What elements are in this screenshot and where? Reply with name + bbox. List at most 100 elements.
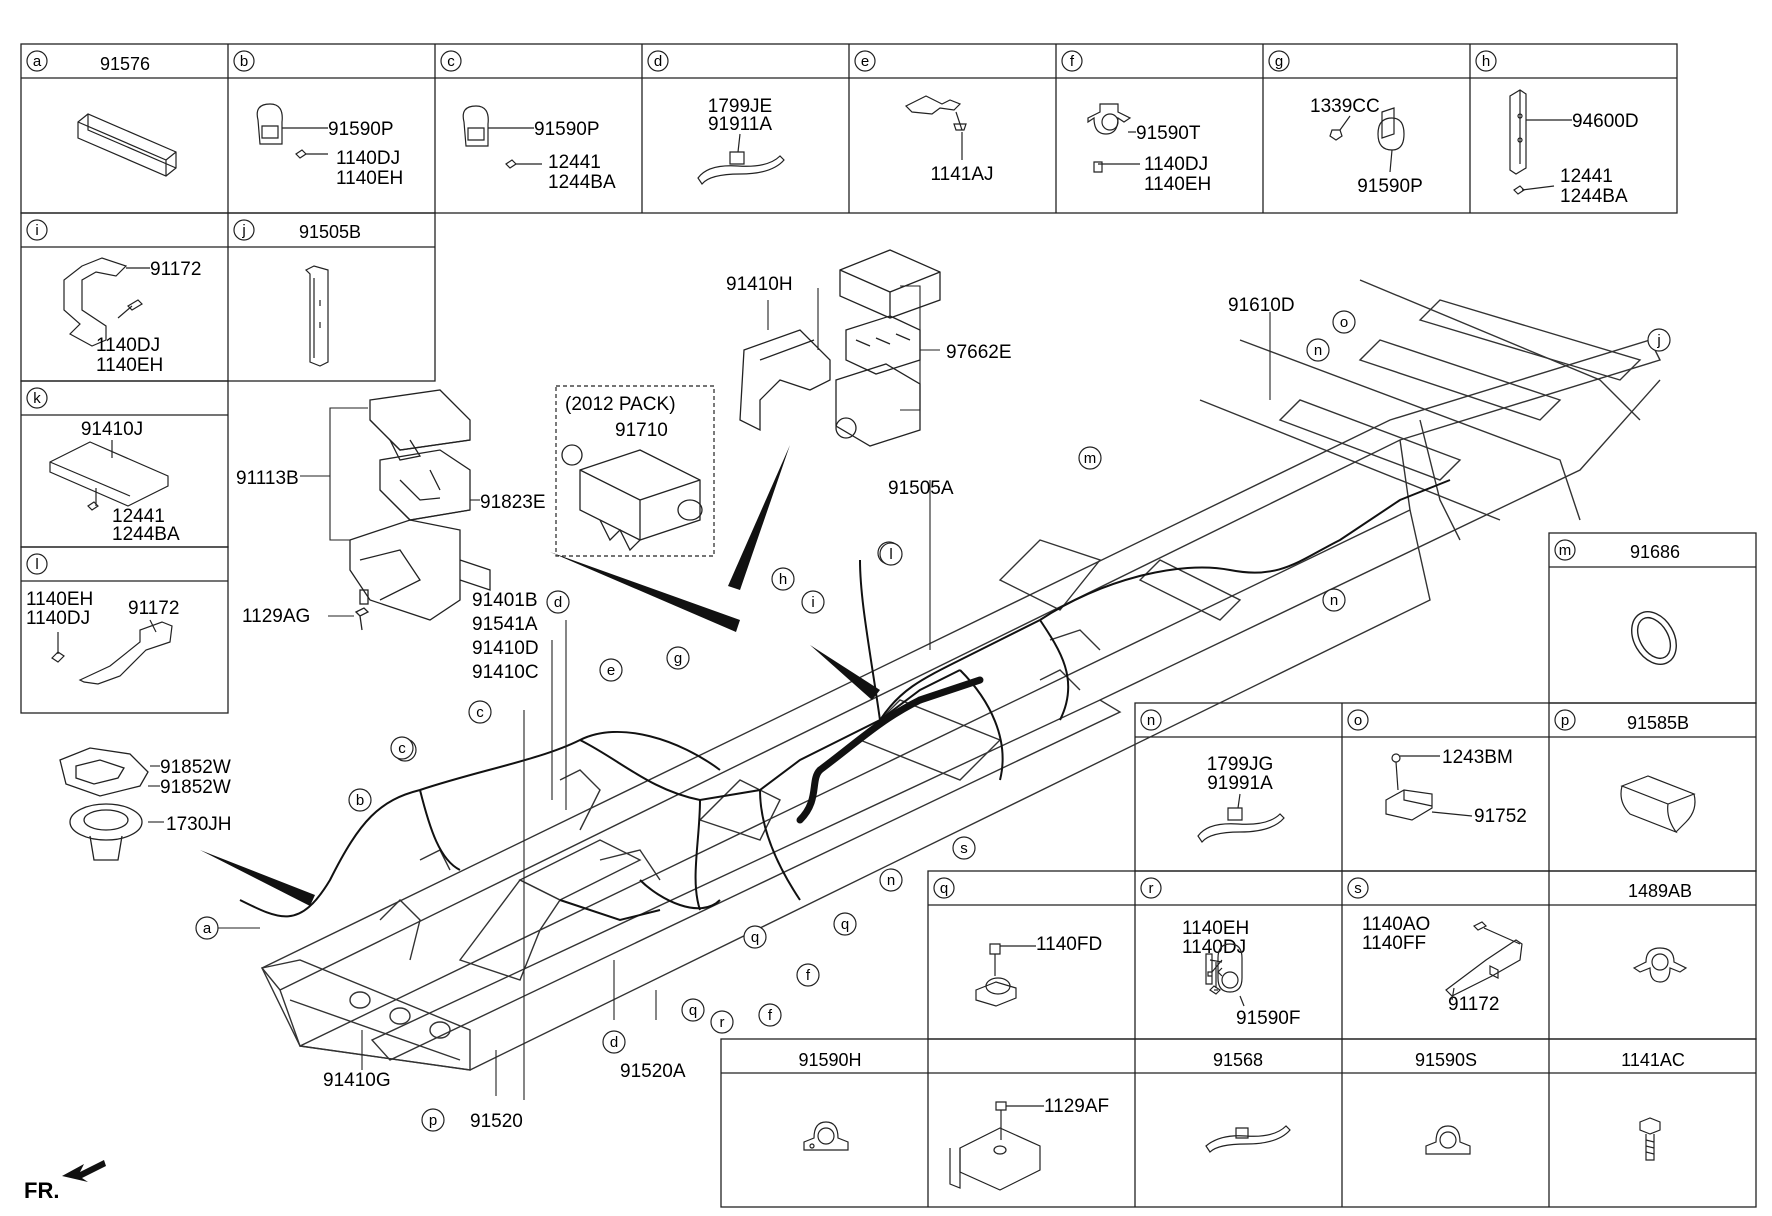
- top-cell-e: e 1141AJ: [854, 50, 994, 185]
- pack-label: (2012 PACK): [565, 394, 676, 415]
- svg-text:91541A: 91541A: [472, 614, 538, 635]
- right-cell-p: p 91585B: [1554, 709, 1696, 834]
- callout-letter: q: [689, 1002, 697, 1019]
- left-cell-k: k 91410J 12441 1244BA: [26, 387, 180, 545]
- svg-text:97662E: 97662E: [946, 342, 1012, 363]
- svg-text:91410G: 91410G: [323, 1070, 391, 1091]
- callout-circle: [879, 542, 903, 566]
- leader-wedges: [200, 445, 880, 906]
- svg-text:1129AF: 1129AF: [1044, 1096, 1109, 1117]
- callout-circle: [681, 998, 705, 1022]
- top-cell-c: c 91590P 12441 1244BA: [440, 50, 616, 193]
- callout-letter: h: [779, 571, 787, 588]
- svg-text:91410D: 91410D: [472, 638, 539, 659]
- svg-text:m: m: [1559, 542, 1572, 559]
- svg-text:1129AG: 1129AG: [242, 606, 310, 627]
- callout-circle: [546, 590, 570, 614]
- svg-text:d: d: [654, 53, 662, 70]
- svg-text:e: e: [861, 53, 869, 70]
- callout-letter: n: [1330, 592, 1338, 609]
- svg-text:91852W: 91852W: [160, 777, 231, 798]
- callout-letter: c: [398, 740, 406, 757]
- left-cell-i: i 91172 1140DJ 1140EH: [26, 219, 201, 376]
- svg-text:i: i: [35, 222, 38, 239]
- svg-text:12441: 12441: [112, 506, 165, 527]
- callout-letter: s: [960, 840, 968, 857]
- svg-text:91410J: 91410J: [81, 419, 143, 440]
- svg-text:1799JE: 1799JE: [708, 96, 772, 117]
- svg-text:1140EH: 1140EH: [96, 355, 163, 376]
- callout-circle: [879, 868, 903, 892]
- svg-text:n: n: [1147, 712, 1155, 729]
- callout-circle: [468, 700, 492, 724]
- callout-circle: [771, 567, 795, 591]
- svg-text:1140DJ: 1140DJ: [1182, 937, 1246, 958]
- svg-text:1140AO: 1140AO: [1362, 914, 1430, 935]
- svg-text:91991A: 91991A: [1207, 773, 1273, 794]
- svg-text:91590S: 91590S: [1415, 1050, 1477, 1070]
- left-cell-l: l 1140EH 1140DJ 91172: [26, 553, 179, 685]
- svg-text:91410C: 91410C: [472, 662, 539, 683]
- svg-text:p: p: [1561, 712, 1569, 729]
- right-cell-91568: 91568: [1205, 1050, 1291, 1153]
- callout-letter: r: [720, 1014, 725, 1031]
- callout-circle: [666, 646, 690, 670]
- right-cell-1489AB: 1489AB: [1628, 881, 1692, 983]
- right-cell-n: n 1799JG 91991A: [1140, 709, 1285, 844]
- svg-text:g: g: [1275, 53, 1283, 70]
- svg-text:91505B: 91505B: [299, 222, 361, 242]
- callout-circle: [602, 1030, 626, 1054]
- right-cell-q: q 1140FD: [933, 877, 1102, 1007]
- svg-text:91590P: 91590P: [328, 119, 394, 140]
- svg-text:1730JH: 1730JH: [166, 814, 232, 835]
- callout-letter: f: [768, 1007, 773, 1024]
- left-cell-j: j 91505B: [233, 219, 361, 367]
- callout-circle: [421, 1108, 445, 1132]
- svg-text:r: r: [1149, 880, 1154, 897]
- left-parts-table: [20, 212, 436, 714]
- svg-text:91590P: 91590P: [534, 119, 600, 140]
- svg-text:j: j: [241, 222, 245, 239]
- callout-circle: [1322, 588, 1346, 612]
- callout-letter: l: [889, 546, 892, 563]
- right-cell-m: m 91686: [1554, 539, 1680, 665]
- svg-text:91852W: 91852W: [160, 757, 231, 778]
- svg-text:91686: 91686: [1630, 542, 1680, 562]
- top-cell-h: h 94600D 12441 1244BA: [1475, 50, 1639, 207]
- callout-circle: [758, 1003, 782, 1027]
- callout-circle: [796, 963, 820, 987]
- svg-text:1489AB: 1489AB: [1628, 881, 1692, 901]
- callout-letter: n: [887, 872, 895, 889]
- top-cell-g: g 1339CC 91590P: [1268, 50, 1423, 197]
- part-number: 91576: [100, 54, 150, 74]
- svg-text:91401B: 91401B: [472, 590, 538, 611]
- callout-letter: q: [841, 916, 849, 933]
- svg-text:1339CC: 1339CC: [1310, 96, 1380, 117]
- svg-text:91823E: 91823E: [480, 492, 546, 513]
- svg-text:12441: 12441: [548, 152, 601, 173]
- callout-letter: m: [1084, 450, 1097, 467]
- callout-letter: j: [1656, 332, 1660, 349]
- main-callouts: abcccddeghiklmnnnojsqqqrffp: [195, 310, 1671, 1132]
- callout-circle: [599, 658, 623, 682]
- svg-text:91610D: 91610D: [1228, 295, 1295, 316]
- callout-circle: [952, 836, 976, 860]
- svg-text:91113B: 91113B: [236, 468, 299, 489]
- right-cell-1141AC: 1141AC: [1621, 1050, 1685, 1161]
- svg-text:91568: 91568: [1213, 1050, 1263, 1070]
- svg-text:1140DJ: 1140DJ: [336, 148, 400, 169]
- svg-text:94600D: 94600D: [1572, 111, 1639, 132]
- main-labels: 91410H 97662E 91610D 91710 91113B 91823E…: [24, 274, 1295, 1203]
- top-cell-a: a 91576: [26, 50, 177, 177]
- svg-text:1140EH: 1140EH: [1182, 918, 1249, 939]
- callout-circle: [801, 590, 825, 614]
- callout-circle: [1647, 328, 1671, 352]
- harness-thick-sections: [796, 676, 984, 824]
- callout-circle: [1306, 338, 1330, 362]
- svg-text:l: l: [35, 556, 38, 573]
- right-cell-o: o 1243BM 91752: [1347, 709, 1527, 827]
- callout-circle: [195, 916, 219, 940]
- svg-text:1140EH: 1140EH: [26, 589, 93, 610]
- svg-text:91590T: 91590T: [1136, 123, 1201, 144]
- right-parts-table: [720, 532, 1757, 1208]
